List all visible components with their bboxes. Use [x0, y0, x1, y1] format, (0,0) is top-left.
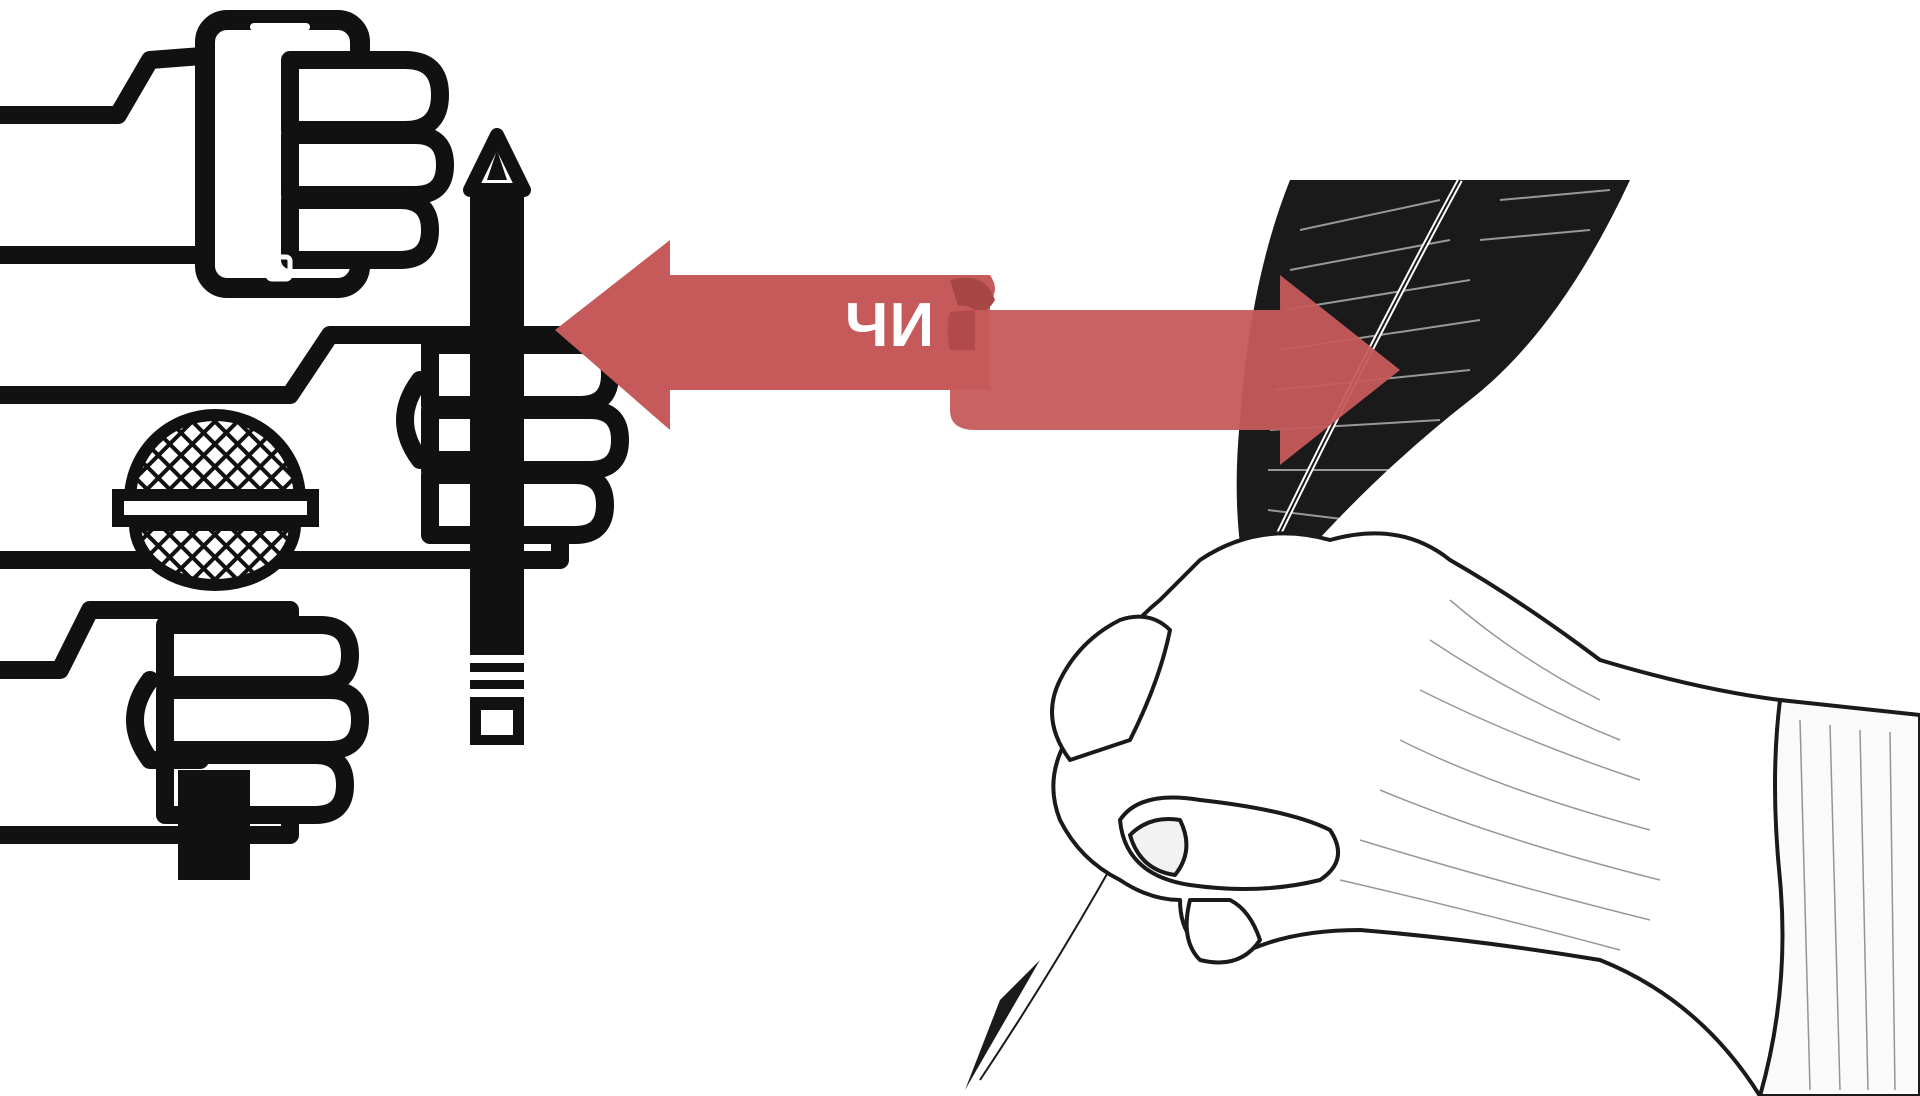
- microphone-icon: [112, 409, 319, 880]
- quill-pen-icon: [965, 178, 1630, 1090]
- arm-phone: [0, 46, 224, 264]
- right-arrow-icon: [950, 275, 1400, 465]
- ribbon-label: ЧИ: [844, 291, 936, 360]
- pencil-icon: [463, 128, 531, 745]
- arm-pencil: [0, 326, 569, 569]
- writing-hand-icon: [1050, 531, 1920, 1096]
- left-arrow-icon: [555, 240, 995, 430]
